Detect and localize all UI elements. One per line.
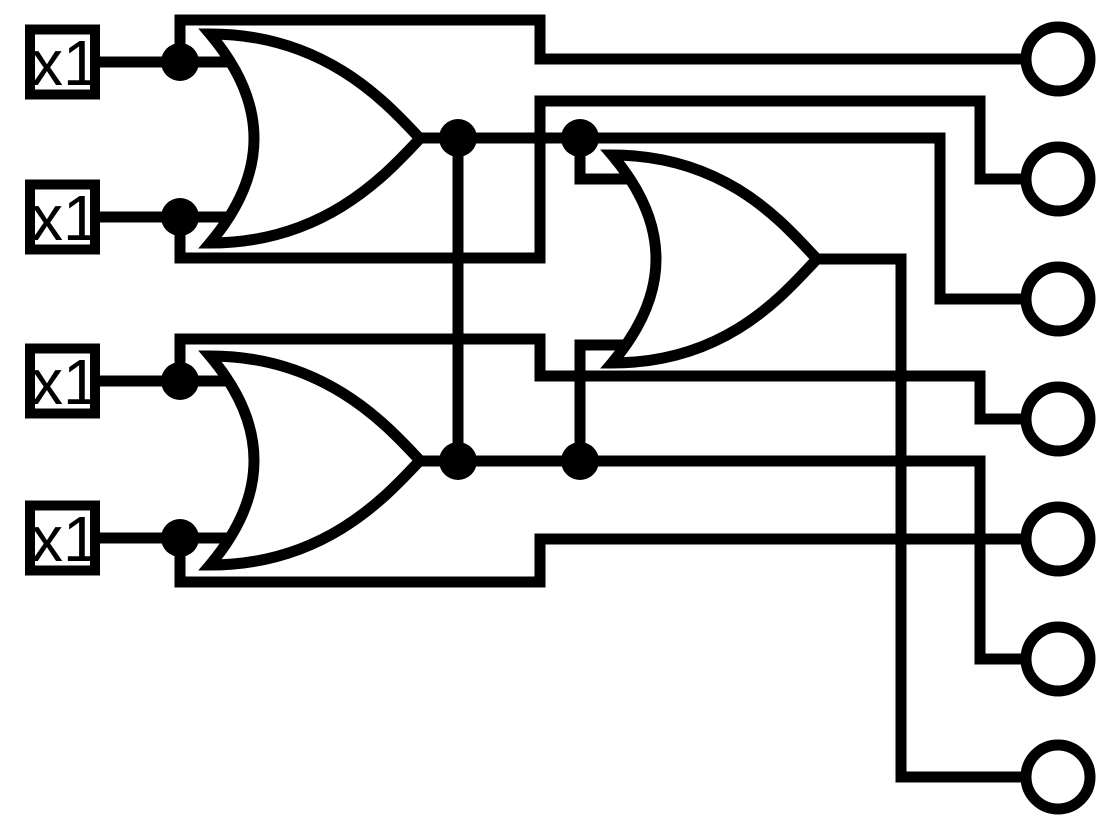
output-terminal-5: [1020, 501, 1096, 577]
wire-gate1-output-to-terminal3: [412, 132, 1026, 305]
junction-dot-3: [161, 362, 199, 400]
input-box-1: [25, 24, 100, 100]
junction-dot-4: [161, 519, 199, 557]
or-gate-1-symbol: [198, 28, 428, 249]
junction-dot-7: [439, 442, 477, 480]
wire-input3-branch-to-terminal4: [174, 333, 1026, 425]
input-box-2: [25, 179, 100, 255]
wire-gate3-output-to-terminal7: [812, 253, 1026, 783]
input-label-4: x1: [31, 503, 99, 575]
or-gate-2-symbol: [198, 350, 428, 571]
junction-dot-5: [439, 119, 477, 157]
or-gate-3-symbol: [600, 149, 825, 369]
junction-dot-1: [161, 43, 199, 81]
wire-input4-branch-to-terminal5: [174, 533, 1026, 588]
input-label-2: x1: [31, 182, 99, 254]
output-terminal-7: [1020, 739, 1096, 815]
output-terminal-1: [1020, 21, 1096, 97]
output-terminal-3: [1020, 261, 1096, 337]
wire-input2-branch-to-terminal2: [174, 95, 1026, 264]
input-label-3: x1: [31, 346, 99, 418]
output-terminal-2: [1020, 141, 1096, 217]
input-label-1: x1: [31, 27, 99, 99]
output-terminal-4: [1020, 381, 1096, 457]
junction-dot-6: [561, 119, 599, 157]
input-box-3: [25, 343, 100, 419]
junction-dot-2: [161, 198, 199, 236]
junction-dot-8: [561, 442, 599, 480]
output-terminal-6: [1020, 621, 1096, 697]
input-box-4: [25, 500, 100, 576]
wire-gate2-output-to-terminal6: [412, 455, 1026, 665]
wire-input1-branch-to-terminal1: [174, 14, 1026, 65]
